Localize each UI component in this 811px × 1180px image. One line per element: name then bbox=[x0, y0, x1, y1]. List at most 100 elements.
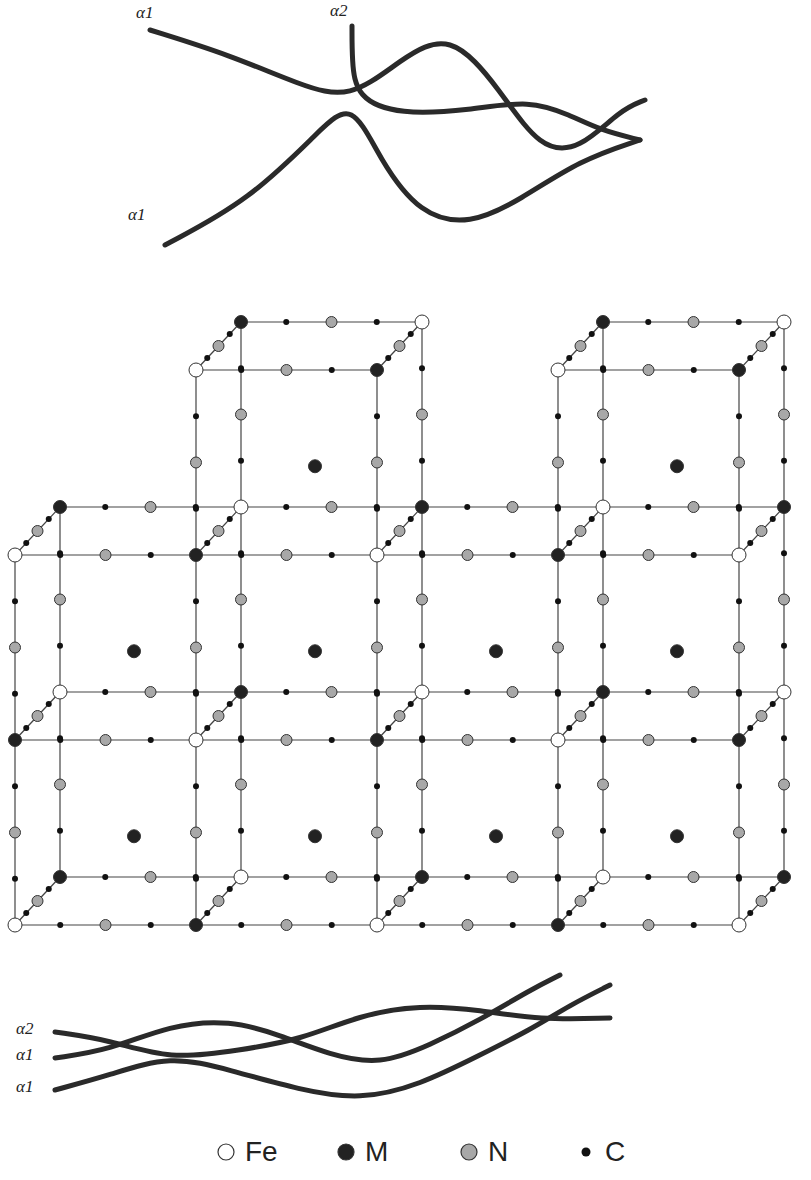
atom bbox=[464, 689, 470, 695]
atom bbox=[589, 886, 595, 892]
atom bbox=[778, 871, 791, 884]
atom bbox=[408, 331, 414, 337]
atom bbox=[12, 598, 18, 604]
atom bbox=[191, 827, 202, 838]
helix-curve bbox=[55, 975, 560, 1060]
atom bbox=[372, 827, 383, 838]
atom bbox=[227, 886, 233, 892]
atom bbox=[736, 876, 742, 882]
atom bbox=[193, 783, 199, 789]
legend-text: N bbox=[488, 1136, 508, 1168]
atom bbox=[10, 642, 21, 653]
atom bbox=[374, 506, 380, 512]
atom bbox=[148, 737, 154, 743]
atom bbox=[204, 540, 210, 546]
atom bbox=[490, 830, 503, 843]
atom bbox=[596, 500, 610, 514]
atom bbox=[238, 643, 244, 649]
lattice-edge bbox=[739, 877, 784, 925]
atom bbox=[374, 319, 380, 325]
atom bbox=[326, 872, 337, 883]
atom bbox=[691, 367, 697, 373]
atom bbox=[213, 341, 224, 352]
atom bbox=[510, 922, 516, 928]
atom bbox=[778, 501, 791, 514]
legend-item: N bbox=[458, 1136, 508, 1168]
atom bbox=[204, 725, 210, 731]
atom bbox=[235, 686, 248, 699]
atom bbox=[236, 594, 247, 605]
atom bbox=[370, 548, 384, 562]
atom bbox=[408, 701, 414, 707]
atom bbox=[415, 685, 429, 699]
atom bbox=[329, 367, 335, 373]
atom bbox=[213, 526, 224, 537]
atom bbox=[566, 725, 572, 731]
atom bbox=[779, 779, 790, 790]
atom bbox=[193, 876, 199, 882]
atom bbox=[747, 540, 753, 546]
atom bbox=[419, 365, 425, 371]
atom bbox=[235, 316, 248, 329]
atom bbox=[510, 552, 516, 558]
atom bbox=[733, 734, 746, 747]
atom bbox=[419, 828, 425, 834]
atom bbox=[600, 367, 606, 373]
legend-item: C bbox=[575, 1136, 625, 1168]
atom bbox=[419, 458, 425, 464]
atom bbox=[100, 920, 111, 931]
atom bbox=[193, 691, 199, 697]
atom bbox=[589, 701, 595, 707]
atom bbox=[8, 918, 22, 932]
atom bbox=[734, 827, 745, 838]
lattice-edge bbox=[196, 322, 241, 370]
atom bbox=[551, 733, 565, 747]
atom bbox=[781, 458, 787, 464]
legend-text: C bbox=[605, 1136, 625, 1168]
atom bbox=[371, 364, 384, 377]
atom bbox=[671, 645, 684, 658]
atom bbox=[736, 506, 742, 512]
legend-swatch bbox=[218, 1144, 234, 1160]
atom bbox=[756, 341, 767, 352]
atom bbox=[100, 550, 111, 561]
atom bbox=[781, 735, 787, 741]
atom bbox=[145, 872, 156, 883]
atom bbox=[57, 552, 63, 558]
atom bbox=[736, 598, 742, 604]
atom bbox=[575, 526, 586, 537]
atom bbox=[227, 331, 233, 337]
atom bbox=[600, 552, 606, 558]
atom bbox=[777, 315, 791, 329]
atom bbox=[190, 549, 203, 562]
atom bbox=[385, 355, 391, 361]
atom bbox=[688, 872, 699, 883]
atom bbox=[374, 598, 380, 604]
atom bbox=[238, 458, 244, 464]
atom bbox=[9, 734, 22, 747]
lattice-edge bbox=[15, 877, 60, 925]
atom bbox=[213, 711, 224, 722]
atom bbox=[747, 725, 753, 731]
legend-swatch-box bbox=[575, 1141, 597, 1163]
atom bbox=[462, 920, 473, 931]
atom bbox=[597, 686, 610, 699]
atom bbox=[204, 910, 210, 916]
atom bbox=[394, 526, 405, 537]
atom bbox=[688, 687, 699, 698]
atom bbox=[234, 500, 248, 514]
atom bbox=[779, 594, 790, 605]
atom bbox=[691, 552, 697, 558]
atom bbox=[283, 319, 289, 325]
atom bbox=[189, 733, 203, 747]
atom bbox=[507, 687, 518, 698]
helix-label: α1 bbox=[16, 1046, 33, 1064]
lattice-lines bbox=[15, 322, 784, 925]
lattice-edge bbox=[15, 507, 60, 555]
atom bbox=[329, 737, 335, 743]
atom bbox=[589, 331, 595, 337]
atom bbox=[46, 701, 52, 707]
atom bbox=[54, 501, 67, 514]
atom bbox=[374, 413, 380, 419]
atom bbox=[598, 594, 609, 605]
